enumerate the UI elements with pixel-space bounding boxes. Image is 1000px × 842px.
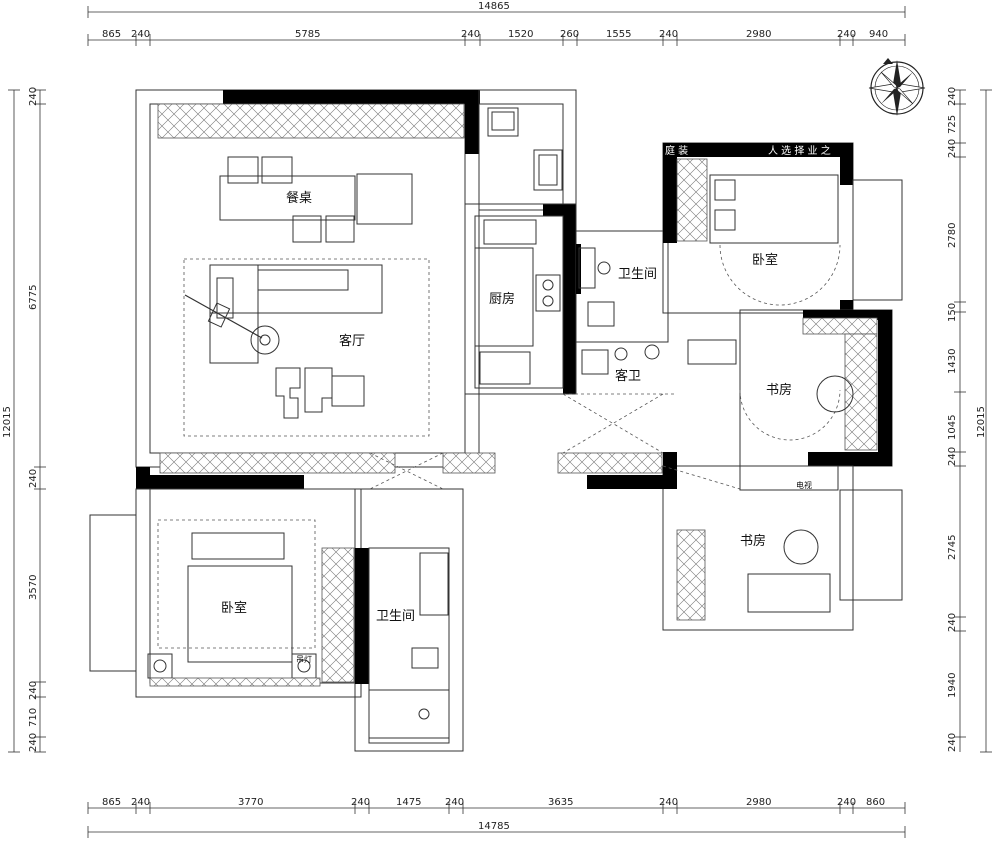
right-dim-7: 1045 — [947, 415, 958, 440]
lamp-label: 吊灯 — [296, 654, 312, 664]
right-dim-9: 2745 — [947, 535, 958, 560]
right-dim-8: 240 — [947, 447, 958, 466]
right-total-dimension: 12015 — [976, 406, 987, 438]
right-dim-6: 1430 — [947, 349, 958, 374]
bedroom-door-arcs — [719, 244, 841, 441]
room-label-bath-upper: 卫生间 — [618, 267, 657, 282]
top-dim-7: 1555 — [606, 29, 631, 40]
room-label-guest-bath: 客卫 — [615, 368, 641, 384]
room-label-kitchen: 厨房 — [489, 291, 515, 307]
bottom-dim-9: 2980 — [746, 797, 771, 808]
coffee-table — [275, 367, 365, 419]
study-furniture — [739, 375, 854, 613]
room-label-bedroom-ne: 卧室 — [752, 252, 778, 268]
right-dim-1: 240 — [947, 87, 958, 106]
top-dim-5: 1520 — [508, 29, 533, 40]
top-dim-11: 940 — [869, 29, 888, 40]
bottom-dim-6: 240 — [445, 797, 464, 808]
right-dim-3: 240 — [947, 139, 958, 158]
top-dim-2: 240 — [131, 29, 150, 40]
bottom-dim-1: 865 — [102, 797, 121, 808]
bottom-dim-2: 240 — [131, 797, 150, 808]
right-dim-12: 240 — [947, 733, 958, 752]
right-dim-10: 240 — [947, 613, 958, 632]
room-label-dining: 餐桌 — [286, 190, 312, 206]
sofa-icon — [209, 264, 383, 364]
bottom-dim-11: 860 — [866, 797, 885, 808]
left-dim-6: 710 — [28, 708, 39, 727]
left-dim-3: 240 — [28, 469, 39, 488]
left-total-dimension: 12015 — [2, 406, 13, 438]
floor-lamp — [184, 294, 280, 355]
dining-table — [219, 156, 413, 243]
stove-icon — [535, 274, 561, 312]
rug-and-zone-outlines — [157, 258, 741, 649]
bottom-total-dimension: 14785 — [478, 821, 510, 832]
bottom-dim-8: 240 — [659, 797, 678, 808]
lower-bath-vanity — [419, 552, 449, 616]
watermark-right: 人 选 择 业 之 — [768, 144, 831, 157]
top-dim-9: 2980 — [746, 29, 771, 40]
left-dim-4: 3570 — [28, 575, 39, 600]
walls — [89, 89, 903, 752]
room-label-study-upper: 书房 — [766, 382, 792, 398]
right-dim-2: 725 — [947, 115, 958, 134]
bathtub-icon — [368, 247, 596, 739]
bottom-dim-10: 240 — [837, 797, 856, 808]
left-dim-5: 240 — [28, 681, 39, 700]
compass-rose-icon — [868, 58, 926, 116]
sw-bed — [147, 532, 321, 687]
sink-icon — [597, 261, 737, 365]
room-label-bedroom-sw: 卧室 — [221, 600, 247, 616]
left-dimension-lines — [8, 89, 46, 753]
top-dim-8: 240 — [659, 29, 678, 40]
right-dimension-lines — [954, 89, 992, 753]
top-dim-10: 240 — [837, 29, 856, 40]
top-dimension-lines — [87, 6, 906, 46]
toilet-icon — [411, 301, 615, 669]
bottom-dim-5: 1475 — [396, 797, 421, 808]
bottom-dim-3: 3770 — [238, 797, 263, 808]
room-label-bath-lower: 卫生间 — [376, 609, 415, 624]
bed-icon — [709, 174, 839, 244]
right-dim-5: 150 — [947, 303, 958, 322]
bottom-dim-4: 240 — [351, 797, 370, 808]
right-dim-4: 2780 — [947, 223, 958, 248]
left-dim-1: 240 — [28, 87, 39, 106]
watermark-band — [663, 143, 853, 157]
left-dim-2: 6775 — [28, 285, 39, 310]
watermark-left: 庭 装 — [665, 144, 688, 157]
room-label-living: 客厅 — [339, 333, 365, 349]
built-in-cabinets — [157, 103, 878, 683]
bottom-dimension-lines — [87, 802, 906, 838]
tv-label: 电视 — [796, 480, 812, 490]
top-dim-4: 240 — [461, 29, 480, 40]
room-label-study-lower: 书房 — [740, 533, 766, 549]
bottom-dim-7: 3635 — [548, 797, 573, 808]
top-total-dimension: 14865 — [478, 1, 510, 12]
top-dim-6: 260 — [560, 29, 579, 40]
top-dim-1: 865 — [102, 29, 121, 40]
right-dim-11: 1940 — [947, 673, 958, 698]
top-dim-3: 5785 — [295, 29, 320, 40]
kitchen-fixtures — [474, 107, 563, 385]
left-dim-7: 240 — [28, 733, 39, 752]
